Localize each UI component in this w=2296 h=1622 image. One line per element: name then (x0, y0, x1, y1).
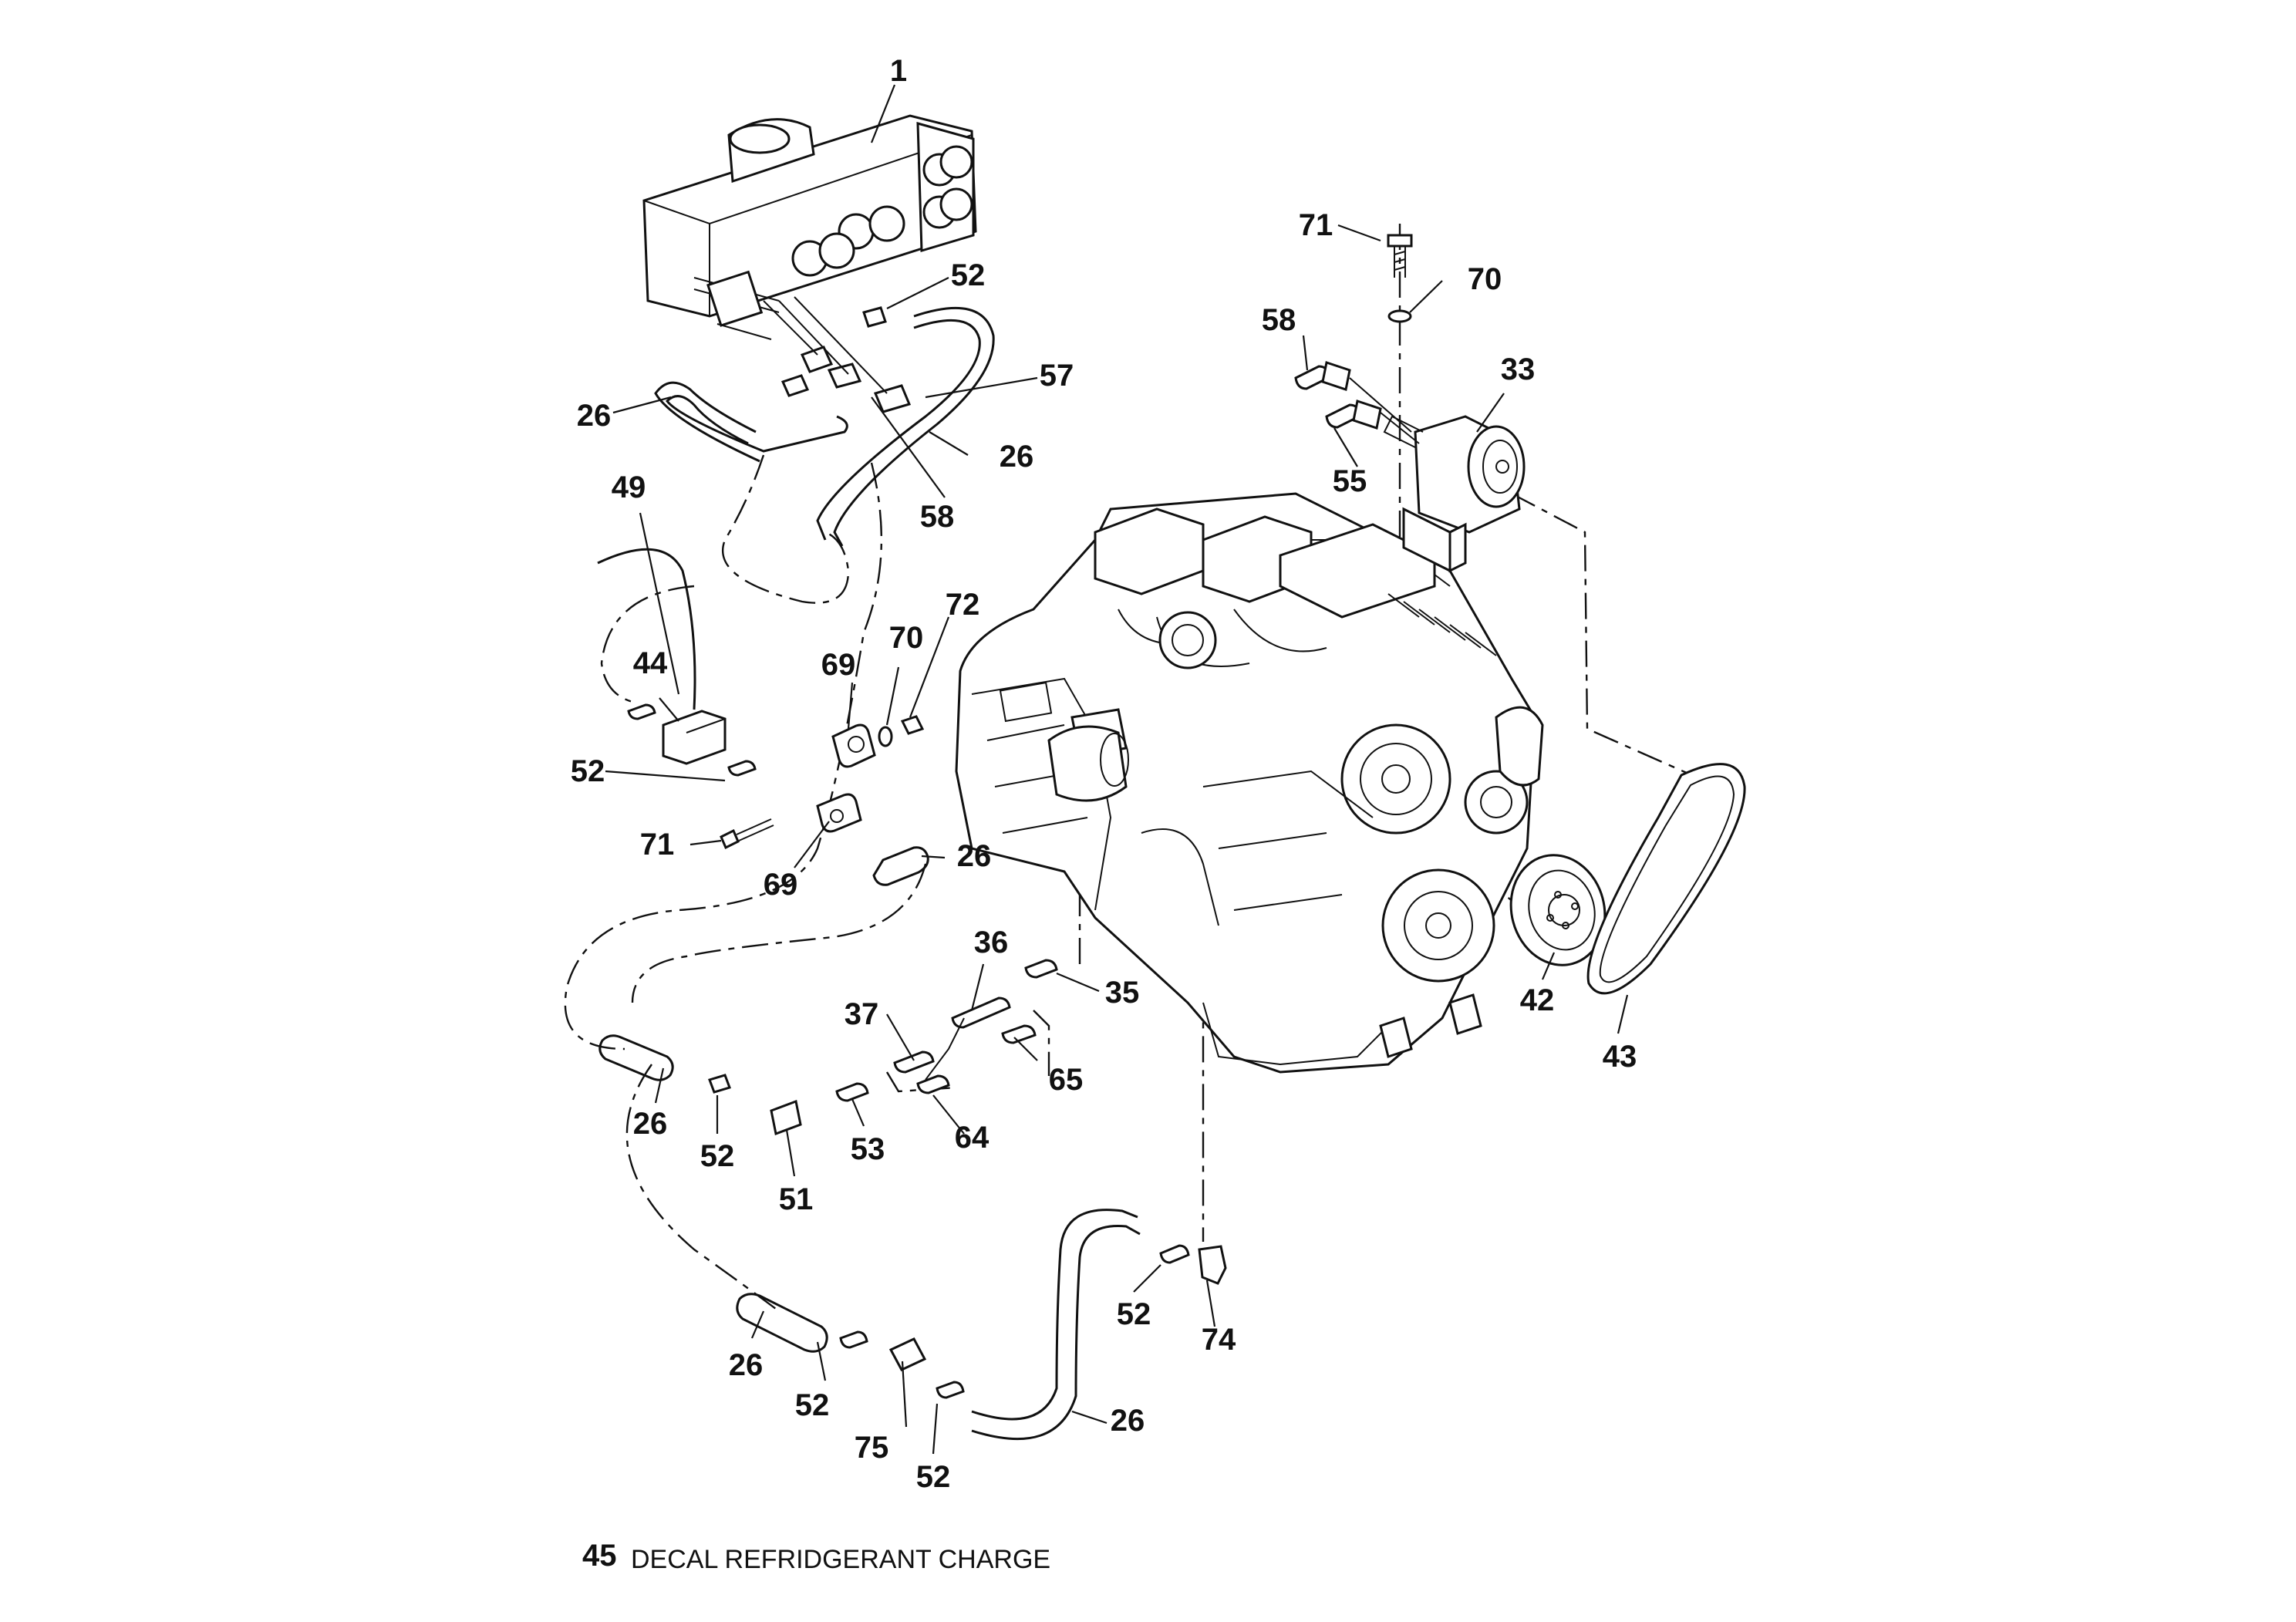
callout-33: 33 (1501, 352, 1536, 386)
hoses (598, 306, 1141, 1441)
wire-49 (597, 548, 696, 710)
pulley (1509, 854, 1607, 966)
callout-44: 44 (633, 646, 668, 680)
callout-42: 42 (1520, 983, 1555, 1017)
callout-51: 51 (779, 1182, 814, 1216)
callout-69: 69 (821, 648, 856, 682)
hvac-fittings (763, 296, 912, 413)
callout-52: 52 (700, 1139, 735, 1173)
callout-58: 58 (920, 500, 955, 534)
leader-lines (605, 84, 1629, 1455)
callout-36: 36 (974, 926, 1009, 959)
clamp-69-upper (831, 723, 876, 768)
washer-70 (878, 726, 893, 747)
callout-69: 69 (764, 868, 798, 902)
fittings-lower (839, 1244, 1227, 1399)
engine (955, 492, 1544, 1074)
bolt-and-washer (1387, 234, 1413, 323)
callout-55: 55 (1333, 464, 1367, 498)
callout-70: 70 (1468, 262, 1502, 296)
callout-1: 1 (890, 54, 907, 88)
callout-35: 35 (1105, 976, 1140, 1010)
bolt-71-lower (720, 818, 774, 850)
callout-65: 65 (1049, 1063, 1084, 1097)
callout-71: 71 (640, 828, 675, 862)
nut-72 (900, 715, 925, 735)
footer-item-description: DECAL REFRIDGERANT CHARGE (631, 1545, 1050, 1574)
callout-26: 26 (633, 1107, 668, 1141)
footer-note: 45 DECAL REFRIDGERANT CHARGE (582, 1539, 1050, 1574)
footer-item-number: 45 (582, 1539, 617, 1573)
callout-49: 49 (612, 470, 646, 504)
callout-74: 74 (1202, 1323, 1236, 1357)
fittings-35-37 (708, 959, 1058, 1136)
callout-26: 26 (577, 399, 612, 433)
callout-52: 52 (951, 258, 986, 292)
callout-26: 26 (1000, 440, 1034, 474)
callout-71: 71 (1299, 208, 1333, 242)
callout-75: 75 (855, 1431, 889, 1465)
callout-26: 26 (729, 1348, 764, 1382)
drive-belt (1586, 763, 1746, 995)
compressor (1383, 415, 1526, 573)
callout-labels: 1 52 57 26 26 58 49 71 70 58 33 55 44 69… (571, 54, 1637, 1494)
callout-53: 53 (851, 1132, 885, 1166)
callout-43: 43 (1603, 1040, 1637, 1074)
callout-37: 37 (845, 997, 879, 1031)
callout-57: 57 (1040, 359, 1074, 393)
callout-58: 58 (1262, 303, 1296, 337)
callout-52: 52 (795, 1388, 830, 1422)
callout-52: 52 (571, 754, 605, 788)
hvac-unit (642, 114, 977, 340)
callout-26: 26 (1111, 1404, 1145, 1438)
callout-52: 52 (1117, 1297, 1151, 1331)
callout-52: 52 (916, 1460, 951, 1494)
callout-70: 70 (889, 621, 924, 655)
compressor-fittings (1294, 361, 1420, 444)
callout-64: 64 (955, 1121, 990, 1155)
valve-44 (627, 703, 757, 777)
callout-72: 72 (946, 588, 980, 622)
callout-26: 26 (957, 839, 992, 873)
clamp-69-lower (816, 793, 862, 833)
